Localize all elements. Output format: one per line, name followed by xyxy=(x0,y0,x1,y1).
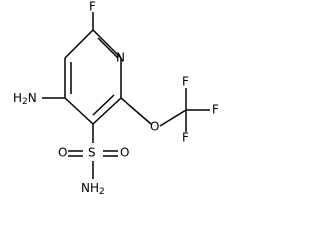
amino-label: H2N xyxy=(13,91,37,107)
chemical-structure: F N H2N O F F F S O O NH2 xyxy=(13,0,219,197)
amino-subscript: 2 xyxy=(22,97,28,107)
sulfonamide-main: NH xyxy=(81,181,99,195)
bond-o-cf3 xyxy=(159,109,187,127)
bond-c2-c3-inner xyxy=(92,94,115,116)
structure-canvas: F N H2N O F F F S O O NH2 xyxy=(13,0,219,197)
amino-suffix: N xyxy=(28,91,37,105)
sulfonamide-subscript: 2 xyxy=(99,187,105,197)
cf3-fluorine-right-label: F xyxy=(212,103,219,117)
sulfonyl-oxygen-left-label: O xyxy=(58,146,67,160)
cf3-fluorine-top-label: F xyxy=(182,75,189,89)
bond-c2-o xyxy=(120,97,152,125)
amino-prefix: H xyxy=(13,91,22,105)
sulfur-label: S xyxy=(88,146,96,160)
bond-c6-n1-inner xyxy=(97,37,119,59)
bond-c4-c3 xyxy=(64,97,94,125)
bond-c2-c3 xyxy=(92,97,122,125)
fluoro-label: F xyxy=(89,0,96,14)
sulfonamide-nitrogen-label: NH2 xyxy=(81,181,105,197)
cf3-fluorine-bottom-label: F xyxy=(182,131,189,145)
bond-c6-c5 xyxy=(64,29,94,59)
bond-c6-n1 xyxy=(92,29,122,59)
ether-oxygen-label: O xyxy=(150,120,159,134)
ring-nitrogen-label: N xyxy=(116,51,125,65)
sulfonyl-oxygen-right-label: O xyxy=(120,146,129,160)
